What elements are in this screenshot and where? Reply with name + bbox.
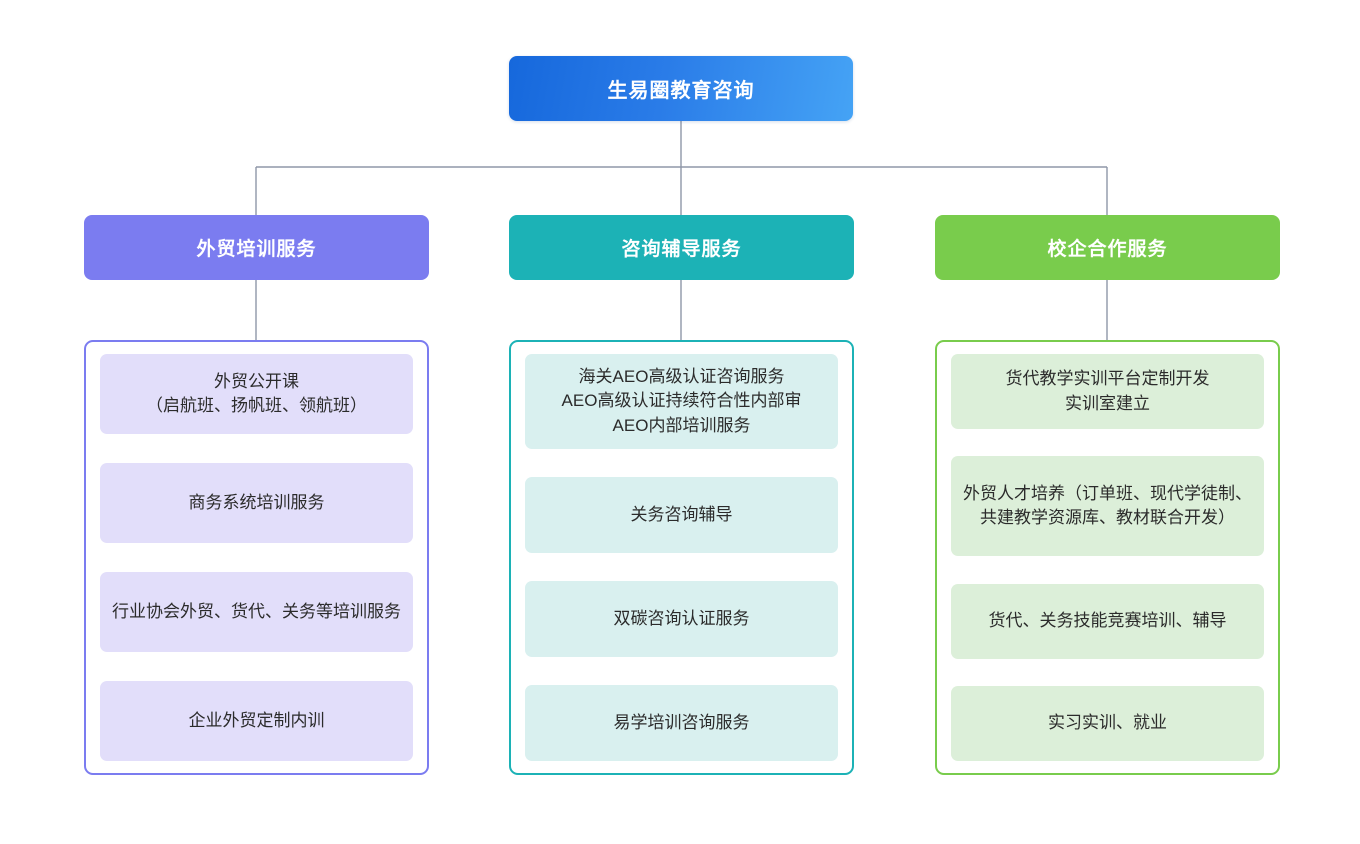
leaf-item[interactable]: 海关AEO高级认证咨询服务 AEO高级认证持续符合性内部审 AEO内部培训服务 [525,354,838,449]
leaf-item[interactable]: 关务咨询辅导 [525,477,838,553]
leaf-item[interactable]: 双碳咨询认证服务 [525,581,838,657]
leaf-item[interactable]: 商务系统培训服务 [100,463,413,543]
leaf-item[interactable]: 货代、关务技能竞赛培训、辅导 [951,583,1264,659]
leaf-item[interactable]: 行业协会外贸、货代、关务等培训服务 [100,572,413,652]
root-node-label: 生易圈教育咨询 [607,80,755,102]
category-header-label-2: 咨询辅导服务 [621,239,742,260]
category-items-box-1: 外贸公开课 （启航班、扬帆班、领航班） 商务系统培训服务 行业协会外贸、货代、关… [84,340,429,775]
category-header-label-1: 外贸培训服务 [196,239,317,260]
category-items-box-3: 货代教学实训平台定制开发 实训室建立 外贸人才培养（订单班、现代学徒制、共建教学… [935,340,1280,775]
category-column-2: 咨询辅导服务 海关AEO高级认证咨询服务 AEO高级认证持续符合性内部审 AEO… [509,215,854,775]
category-header-3[interactable]: 校企合作服务 [935,215,1280,280]
leaf-item[interactable]: 外贸公开课 （启航班、扬帆班、领航班） [100,354,413,434]
root-node[interactable]: 生易圈教育咨询 [509,56,853,121]
leaf-item[interactable]: 货代教学实训平台定制开发 实训室建立 [951,354,1264,429]
category-column-1: 外贸培训服务 外贸公开课 （启航班、扬帆班、领航班） 商务系统培训服务 行业协会… [84,215,429,775]
category-items-box-2: 海关AEO高级认证咨询服务 AEO高级认证持续符合性内部审 AEO内部培训服务 … [509,340,854,775]
leaf-item[interactable]: 实习实训、就业 [951,685,1264,761]
leaf-item[interactable]: 企业外贸定制内训 [100,681,413,761]
category-header-2[interactable]: 咨询辅导服务 [509,215,854,280]
category-header-1[interactable]: 外贸培训服务 [84,215,429,280]
category-header-label-3: 校企合作服务 [1047,239,1168,260]
category-column-3: 校企合作服务 货代教学实训平台定制开发 实训室建立 外贸人才培养（订单班、现代学… [935,215,1280,775]
leaf-item[interactable]: 易学培训咨询服务 [525,685,838,761]
leaf-item[interactable]: 外贸人才培养（订单班、现代学徒制、共建教学资源库、教材联合开发） [951,456,1264,557]
